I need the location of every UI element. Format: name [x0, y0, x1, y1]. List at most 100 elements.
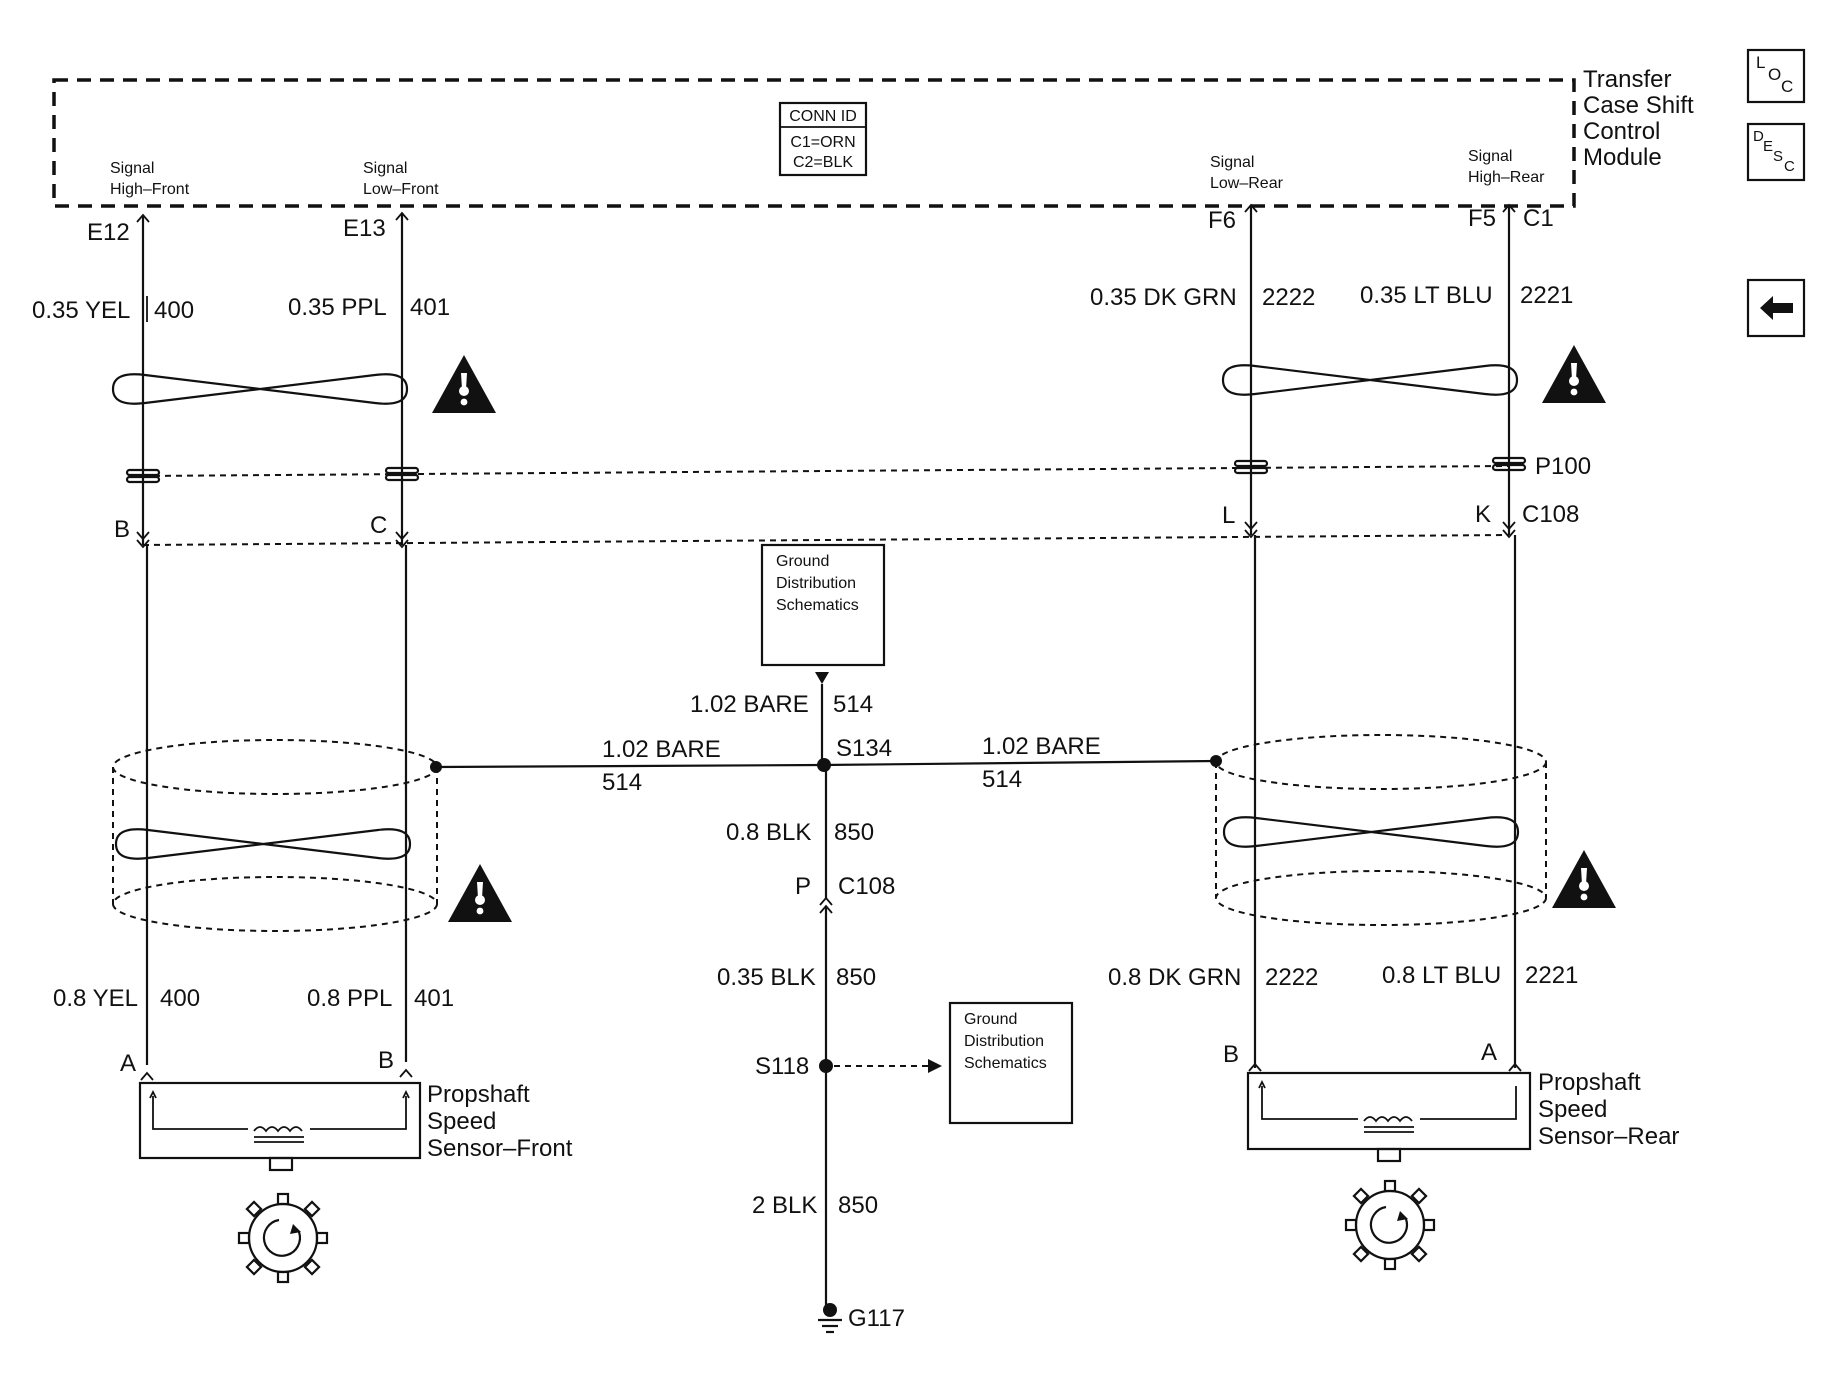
- module-name-line4: Module: [1583, 144, 1662, 171]
- shield-front: [112, 739, 438, 932]
- sensor-rear-pin-a-symbol: [1508, 1062, 1522, 1072]
- sensor-front-line1: Propshaft: [427, 1081, 530, 1108]
- ground-conn-pin: P: [795, 873, 811, 900]
- ground-conn-label: C108: [838, 873, 895, 900]
- p100-label: P100: [1535, 453, 1591, 480]
- ground-ref-top-line1: Ground: [776, 553, 829, 570]
- wire-400-bottom-gauge: 0.8 YEL: [53, 985, 138, 1012]
- wire-2221-top-circuit: 2221: [1520, 282, 1573, 309]
- drain-right-circuit: 514: [982, 766, 1022, 793]
- wire-2222-bottom-gauge: 0.8 DK GRN: [1108, 964, 1241, 991]
- pin-f6-label: F6: [1208, 207, 1236, 234]
- ground-w1-circuit: 850: [834, 819, 874, 846]
- loc-letter-c: C: [1781, 77, 1793, 96]
- signal-e12-line2: High–Front: [110, 181, 190, 198]
- wire-2221-bottom-gauge: 0.8 LT BLU: [1382, 962, 1501, 989]
- pin-e13-label: E13: [343, 215, 386, 242]
- wire-2222-top-circuit: 2222: [1262, 284, 1315, 311]
- sensor-front-pin-a-symbol: [140, 1071, 154, 1081]
- signal-f5-line2: High–Rear: [1468, 169, 1545, 186]
- ground-distribution-link-top[interactable]: Ground Distribution Schematics: [760, 543, 886, 667]
- c108-pin-b: B: [114, 516, 130, 543]
- signal-e13-line1: Signal: [363, 160, 407, 177]
- desc-letter-s: S: [1773, 148, 1783, 165]
- sensor-front-pin-b-symbol: [399, 1068, 413, 1078]
- conn-id-line2: C2=BLK: [793, 154, 853, 171]
- module-name-line1: Transfer: [1583, 66, 1671, 93]
- ground-ref-top-line3: Schematics: [776, 597, 859, 614]
- pin-e12-label: E12: [87, 219, 130, 246]
- signal-e12-line1: Signal: [110, 160, 154, 177]
- wire-400-top-circuit: 400: [154, 297, 194, 324]
- ground-w2-gauge: 0.35 BLK: [717, 964, 816, 991]
- drain-vertical-circuit: 514: [833, 691, 873, 718]
- ground-distribution-link-side[interactable]: Ground Distribution Schematics: [948, 1001, 1074, 1125]
- signal-f6-line2: Low–Rear: [1210, 175, 1284, 192]
- ground-w3-gauge: 2 BLK: [752, 1192, 817, 1219]
- drain-vertical-gauge: 1.02 BARE: [690, 691, 809, 718]
- drain-wire-right: [821, 759, 1217, 767]
- p100-connector-line: [142, 465, 1510, 477]
- ground-w2-circuit: 850: [836, 964, 876, 991]
- back-button[interactable]: [1746, 278, 1806, 338]
- warning-icon: [432, 355, 496, 413]
- warning-icon: [1552, 850, 1616, 908]
- sensor-rear-pin-b-symbol: [1248, 1062, 1262, 1072]
- description-button[interactable]: D E S C: [1746, 122, 1806, 182]
- wire-401-top-circuit: 401: [410, 294, 450, 321]
- sensor-rear-line3: Sensor–Rear: [1538, 1123, 1679, 1150]
- conn-id-title: CONN ID: [789, 108, 857, 125]
- conn-id-box: CONN ID C1=ORN C2=BLK: [778, 101, 868, 177]
- ground-symbol-icon: [818, 1303, 842, 1334]
- drain-right-gauge: 1.02 BARE: [982, 733, 1101, 760]
- warning-icon: [448, 864, 512, 922]
- twisted-pair-rear-lower: [1222, 816, 1520, 848]
- sensor-front-pin-b: B: [378, 1047, 394, 1074]
- ground-w1-gauge: 0.8 BLK: [726, 819, 811, 846]
- wire-2221-bottom-circuit: 2221: [1525, 962, 1578, 989]
- c108-connector-line: [142, 534, 1510, 546]
- module-boundary: [52, 78, 1576, 208]
- ground-ref-side-line2: Distribution: [964, 1033, 1044, 1050]
- c108-pin-l: L: [1222, 502, 1235, 529]
- desc-letter-c: C: [1784, 158, 1795, 175]
- sensor-rear-line1: Propshaft: [1538, 1069, 1641, 1096]
- propshaft-speed-sensor-front: [138, 1081, 422, 1172]
- signal-f6-line1: Signal: [1210, 154, 1254, 171]
- p100-pin-symbols: [125, 456, 1527, 484]
- drain-left-gauge: 1.02 BARE: [602, 736, 721, 763]
- desc-letter-e: E: [1763, 138, 1773, 155]
- loc-letter-l: L: [1756, 53, 1765, 72]
- signal-e13-line2: Low–Front: [363, 181, 439, 198]
- c108-label: C108: [1522, 501, 1579, 528]
- ground-w3-circuit: 850: [838, 1192, 878, 1219]
- module-name-line3: Control: [1583, 118, 1660, 145]
- ground-ref-side-line1: Ground: [964, 1011, 1017, 1028]
- module-connector-c1: C1: [1523, 205, 1554, 232]
- splice-s134-dot: [817, 758, 831, 772]
- ground-ref-arrow: [815, 672, 829, 684]
- warning-icon: [1542, 345, 1606, 403]
- wire-400-bottom-circuit: 400: [160, 985, 200, 1012]
- wire-401-bottom-gauge: 0.8 PPL: [307, 985, 392, 1012]
- wire-2222-bottom-circuit: 2222: [1265, 964, 1318, 991]
- loc-letter-o: O: [1768, 65, 1781, 84]
- sensor-rear-pin-a: A: [1481, 1039, 1497, 1066]
- location-button[interactable]: L O C: [1746, 48, 1806, 104]
- drain-wire-left: [435, 763, 823, 769]
- module-name-line2: Case Shift: [1583, 92, 1694, 119]
- splice-s134-label: S134: [836, 735, 892, 762]
- sensor-rear-line2: Speed: [1538, 1096, 1607, 1123]
- twisted-pair-rear-upper: [1221, 364, 1519, 396]
- drain-left-circuit: 514: [602, 769, 642, 796]
- sensor-front-line3: Sensor–Front: [427, 1135, 573, 1162]
- wire-2221-top-gauge: 0.35 LT BLU: [1360, 282, 1493, 309]
- shield-rear: [1215, 734, 1547, 926]
- c108-pin-c: C: [370, 512, 387, 539]
- sensor-front-pin-a: A: [120, 1050, 136, 1077]
- wire-401-bottom-circuit: 401: [414, 985, 454, 1012]
- twisted-pair-front-upper: [111, 373, 409, 405]
- sensor-front-line2: Speed: [427, 1108, 496, 1135]
- desc-letter-d: D: [1753, 128, 1764, 145]
